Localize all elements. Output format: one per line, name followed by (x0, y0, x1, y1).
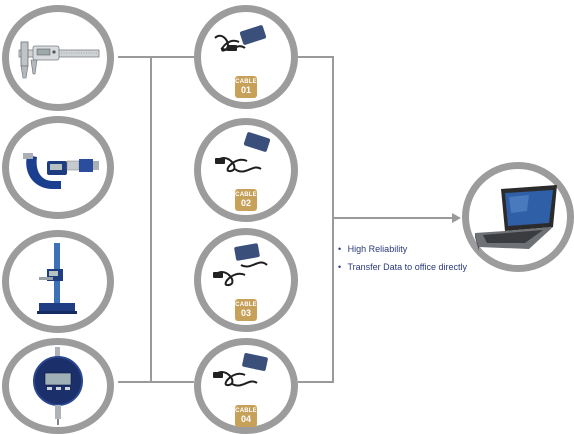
instrument-dial-indicator (2, 338, 114, 434)
cable-badge-number: 01 (240, 85, 251, 95)
instrument-caliper (2, 5, 114, 111)
laptop-icon (475, 185, 557, 251)
connector-line (118, 56, 152, 58)
laptop-circle (462, 162, 574, 272)
connector-line (298, 381, 334, 383)
cable-badge: CABLE 02 (235, 189, 257, 211)
cable-badge-title: CABLE (235, 79, 257, 85)
connector-to-laptop (332, 217, 452, 219)
cable-badge: CABLE 03 (235, 299, 257, 321)
cable-badge: CABLE 01 (235, 76, 257, 98)
caliper-icon (18, 41, 100, 79)
instrument-height-gauge (2, 230, 114, 333)
cable-badge-title: CABLE (235, 302, 257, 308)
cable-badge-number: 03 (240, 308, 251, 318)
cable-badge-number: 04 (240, 414, 251, 424)
instrument-micrometer (2, 116, 114, 219)
height-gauge-icon (37, 243, 77, 314)
usb-cable-icon (213, 243, 268, 287)
feature-list: • High Reliability • Transfer Data to of… (338, 244, 467, 280)
connector-bus-left (150, 56, 152, 383)
cable-circle-4: CABLE 04 (194, 338, 298, 434)
usb-cable-icon (214, 25, 267, 52)
usb-cable-icon (213, 353, 268, 387)
connector-bus-right (332, 56, 334, 383)
cable-circle-2: CABLE 02 (194, 118, 298, 222)
feature-text: Transfer Data to office directly (347, 262, 468, 272)
dial-indicator-icon (33, 347, 83, 425)
connector-line (298, 56, 334, 58)
cable-badge-title: CABLE (235, 408, 257, 414)
feature-text: High Reliability (347, 244, 408, 254)
bullet: • (338, 262, 342, 272)
cable-badge-title: CABLE (235, 192, 257, 198)
micrometer-icon (23, 153, 99, 189)
connector-line (150, 381, 194, 383)
connector-line (150, 56, 194, 58)
feature-item: • High Reliability (338, 244, 467, 254)
cable-circle-3: CABLE 03 (194, 228, 298, 332)
bullet: • (338, 244, 342, 254)
cable-badge: CABLE 04 (235, 405, 257, 427)
cable-circle-1: CABLE 01 (194, 5, 298, 109)
feature-item: • Transfer Data to office directly (338, 262, 467, 272)
connector-line (118, 381, 152, 383)
cable-badge-number: 02 (240, 198, 251, 208)
usb-cable-icon (215, 132, 271, 173)
arrow-head (452, 213, 461, 223)
